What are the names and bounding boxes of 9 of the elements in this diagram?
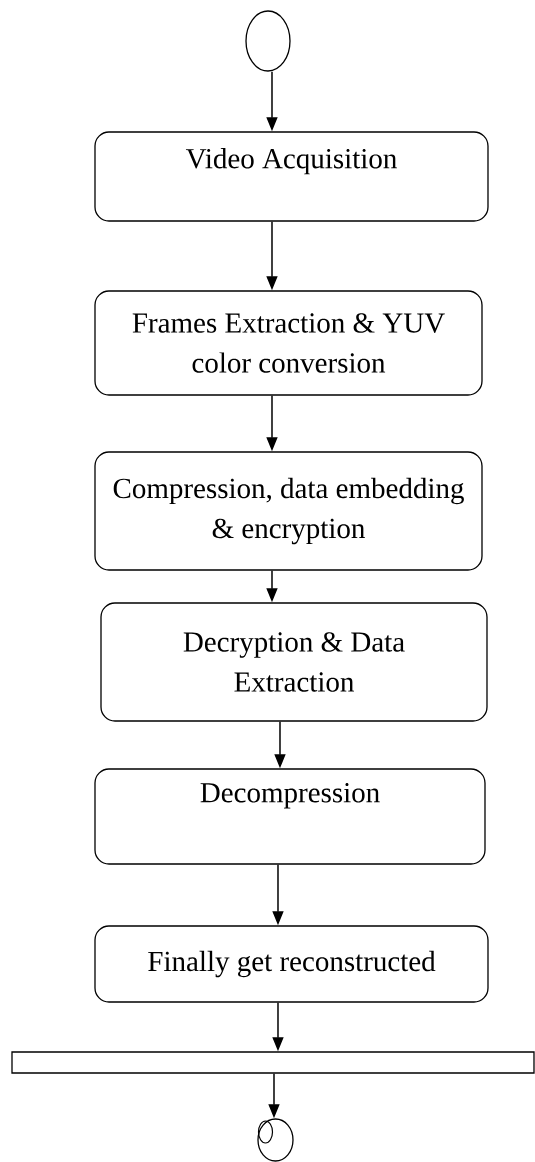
process-box: Video Acquisition <box>94 131 489 222</box>
process-box: Decompression <box>94 768 486 865</box>
process-box: Frames Extraction & YUV color conversion <box>94 290 483 396</box>
process-box: Finally get reconstructed <box>94 925 489 1003</box>
process-box: Compression, data embedding & encryption <box>94 451 483 571</box>
end-node-drawing <box>257 1118 294 1162</box>
process-box: Decryption & Data Extraction <box>100 602 488 722</box>
start-circle <box>245 10 291 72</box>
bar <box>11 1051 535 1074</box>
